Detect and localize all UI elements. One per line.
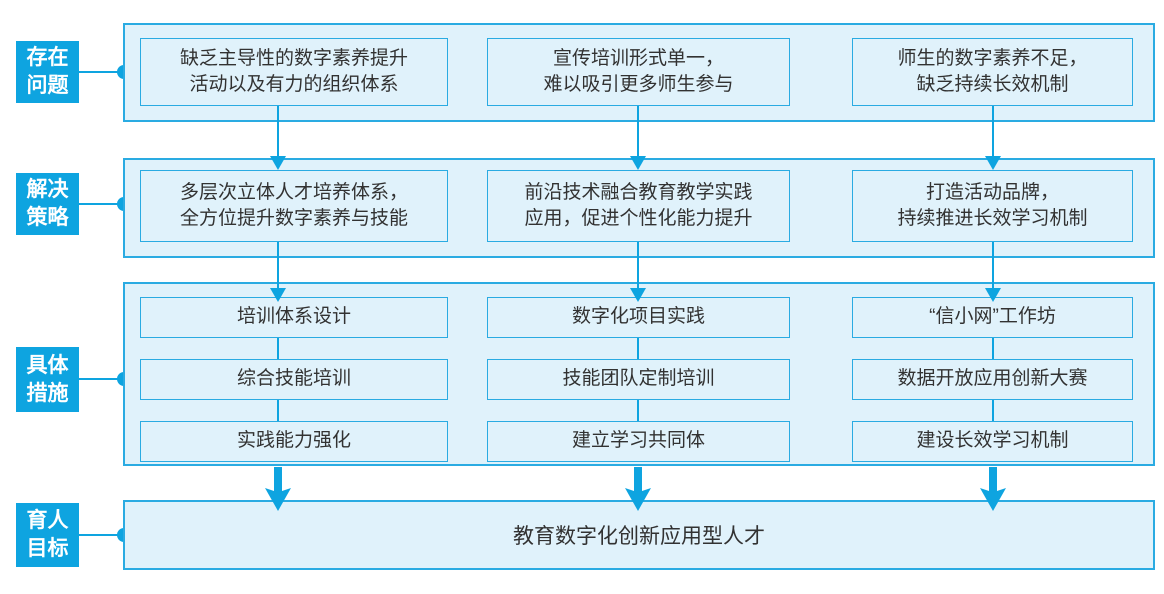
label-connector-line [79, 534, 125, 536]
thick-down-arrow-icon [979, 467, 1007, 511]
down-arrow-icon [630, 242, 646, 302]
stage-label-strategies: 解决 策略 [16, 173, 79, 235]
measure-box: 数据开放应用创新大赛 [852, 359, 1133, 400]
measure-link-line [277, 338, 279, 359]
down-arrow-icon [985, 106, 1001, 170]
measure-link-line [992, 400, 994, 421]
label-connector-line [79, 203, 125, 205]
measure-box: 综合技能培训 [140, 359, 448, 400]
stage-label-measures: 具体 措施 [16, 347, 79, 412]
problem-box: 宣传培训形式单一， 难以吸引更多师生参与 [487, 38, 790, 106]
measure-link-line [992, 338, 994, 359]
measure-box: 建立学习共同体 [487, 421, 790, 462]
measure-box: 培训体系设计 [140, 297, 448, 338]
label-connector-line [79, 71, 125, 73]
measure-box: 建设长效学习机制 [852, 421, 1133, 462]
strategy-box: 打造活动品牌， 持续推进长效学习机制 [852, 170, 1133, 242]
stage-label-problems: 存在 问题 [16, 41, 79, 103]
measure-box: “信小网”工作坊 [852, 297, 1133, 338]
stage-label-goal: 育人 目标 [16, 503, 79, 567]
measure-link-line [277, 400, 279, 421]
measure-box: 数字化项目实践 [487, 297, 790, 338]
measure-box: 技能团队定制培训 [487, 359, 790, 400]
down-arrow-icon [270, 242, 286, 302]
down-arrow-icon [985, 242, 1001, 302]
goal-text: 教育数字化创新应用型人才 [513, 525, 765, 548]
thick-down-arrow-icon [264, 467, 292, 511]
down-arrow-icon [270, 106, 286, 170]
strategy-box: 前沿技术融合教育教学实践 应用，促进个性化能力提升 [487, 170, 790, 242]
down-arrow-icon [630, 106, 646, 170]
thick-down-arrow-icon [624, 467, 652, 511]
measure-link-line [637, 338, 639, 359]
problem-box: 缺乏主导性的数字素养提升 活动以及有力的组织体系 [140, 38, 448, 106]
strategy-box: 多层次立体人才培养体系， 全方位提升数字素养与技能 [140, 170, 448, 242]
measure-box: 实践能力强化 [140, 421, 448, 462]
measure-link-line [637, 400, 639, 421]
problem-box: 师生的数字素养不足， 缺乏持续长效机制 [852, 38, 1133, 106]
label-connector-line [79, 378, 125, 380]
